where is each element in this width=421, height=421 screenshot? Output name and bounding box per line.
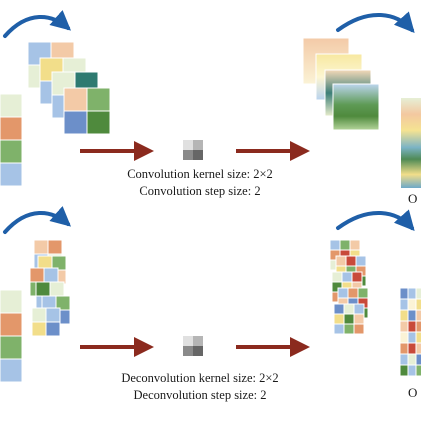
input-strip-cell bbox=[0, 312, 23, 337]
grid-cell bbox=[333, 303, 345, 315]
deconvolution-output-cell bbox=[415, 298, 421, 311]
grid-cell bbox=[333, 323, 345, 335]
deconvolution-output-cell bbox=[399, 331, 409, 344]
grid-cell bbox=[333, 313, 345, 325]
deconvolution-output-label: O bbox=[408, 385, 418, 400]
deconvolution-output-curved-arrow-icon bbox=[336, 209, 415, 231]
deconvolution-output-cell bbox=[407, 287, 417, 300]
grid-cell bbox=[31, 307, 47, 323]
grid-cell bbox=[45, 321, 61, 337]
deconvolution-output-cell bbox=[399, 342, 409, 355]
grid-cell bbox=[63, 110, 88, 135]
grid-cell bbox=[43, 267, 59, 283]
kernel-cell bbox=[193, 150, 203, 160]
convolution-kernel-icon bbox=[183, 140, 203, 160]
kernel-cell bbox=[193, 346, 203, 356]
grid-cell bbox=[357, 287, 369, 299]
convolution-output-label: O bbox=[408, 191, 418, 206]
deconvolution-output-cell bbox=[399, 287, 409, 300]
input-strip-cell bbox=[0, 335, 23, 360]
deconvolution-output-cell bbox=[399, 364, 409, 377]
kernel-cell bbox=[193, 336, 203, 346]
deconvolution-output-cell bbox=[399, 320, 409, 333]
deconvolution-output-cell bbox=[407, 331, 417, 344]
deconvolution-output-cell bbox=[407, 364, 417, 377]
input-strip-cell bbox=[0, 116, 23, 141]
deconvolution-output-cell bbox=[399, 353, 409, 366]
kernel-cell bbox=[183, 336, 193, 346]
deconvolution-output-cell bbox=[407, 342, 417, 355]
deconvolution-output-cell bbox=[415, 342, 421, 355]
grid-cell bbox=[353, 303, 365, 315]
grid-cell bbox=[343, 313, 355, 325]
grid-cell bbox=[351, 271, 363, 283]
deconvolution-output-cell bbox=[415, 287, 421, 300]
grid-cell bbox=[31, 321, 47, 337]
deconvolution-output-cell bbox=[407, 353, 417, 366]
deconvolution-output-cell bbox=[415, 331, 421, 344]
grid-cell bbox=[35, 281, 51, 297]
deconvolution-output-cell bbox=[415, 364, 421, 377]
deconvolution-output-cell bbox=[415, 320, 421, 333]
deconvolution-output-cell bbox=[399, 309, 409, 322]
upsampled-map-layer bbox=[333, 303, 365, 335]
grid-cell bbox=[33, 239, 49, 255]
deconvolution-kernel-icon bbox=[183, 336, 203, 356]
grid-cell bbox=[47, 239, 63, 255]
grid-cell bbox=[29, 267, 45, 283]
grid-cell bbox=[345, 255, 357, 267]
kernel-cell bbox=[183, 140, 193, 150]
grid-cell bbox=[339, 239, 351, 251]
grid-cell bbox=[353, 323, 365, 335]
grid-cell bbox=[45, 307, 61, 323]
grid-cell bbox=[343, 323, 355, 335]
deconvolution-output-cell bbox=[415, 353, 421, 366]
convolution-kernel-size-label: Convolution kernel size: 2×2 bbox=[127, 167, 273, 181]
input-strip-cell bbox=[0, 162, 23, 187]
deconvolution-output-cell bbox=[407, 320, 417, 333]
kernel-cell bbox=[183, 150, 193, 160]
grid-cell bbox=[341, 271, 353, 283]
input-strip-cell bbox=[0, 139, 23, 164]
grid-cell bbox=[86, 87, 111, 112]
feature-stack-layer bbox=[63, 87, 111, 135]
grid-cell bbox=[349, 239, 361, 251]
grid-cell bbox=[63, 87, 88, 112]
input-strip-cell bbox=[0, 358, 23, 383]
convolution-output-curved-arrow-icon bbox=[336, 11, 415, 33]
grid-cell bbox=[49, 281, 65, 297]
convolution-step-size-label: Convolution step size: 2 bbox=[139, 184, 261, 198]
kernel-cell bbox=[183, 346, 193, 356]
deconvolution-output-cell bbox=[399, 298, 409, 311]
deconvolution-step-size-label: Deconvolution step size: 2 bbox=[133, 388, 267, 402]
deconvolution-output-cell bbox=[407, 309, 417, 322]
deconvolution-curved-arrow-icon bbox=[3, 205, 72, 234]
deconvolution-kernel-size-label: Deconvolution kernel size: 2×2 bbox=[121, 371, 279, 385]
grid-cell bbox=[337, 287, 349, 299]
grid-cell bbox=[355, 255, 367, 267]
kernel-cell bbox=[193, 140, 203, 150]
grid-cell bbox=[335, 255, 347, 267]
grid-cell bbox=[86, 110, 111, 135]
input-strip-cell bbox=[0, 289, 23, 314]
deconvolution-output-cell bbox=[407, 298, 417, 311]
grid-cell bbox=[353, 313, 365, 325]
deconvolution-output-cell bbox=[415, 309, 421, 322]
convolution-caption: Convolution kernel size: 2×2 Convolution… bbox=[100, 166, 300, 200]
grid-cell bbox=[331, 271, 343, 283]
convolution-output-column bbox=[401, 98, 421, 188]
grid-cell bbox=[343, 303, 355, 315]
diagram-scene bbox=[0, 9, 421, 383]
input-strip-cell bbox=[0, 93, 23, 118]
grid-cell bbox=[347, 287, 359, 299]
smooth-map-layer bbox=[332, 83, 380, 131]
grid-cell bbox=[329, 239, 341, 251]
small-map-layer bbox=[31, 307, 61, 337]
deconvolution-caption: Deconvolution kernel size: 2×2 Deconvolu… bbox=[100, 370, 300, 404]
convolution-curved-arrow-icon bbox=[3, 9, 72, 38]
